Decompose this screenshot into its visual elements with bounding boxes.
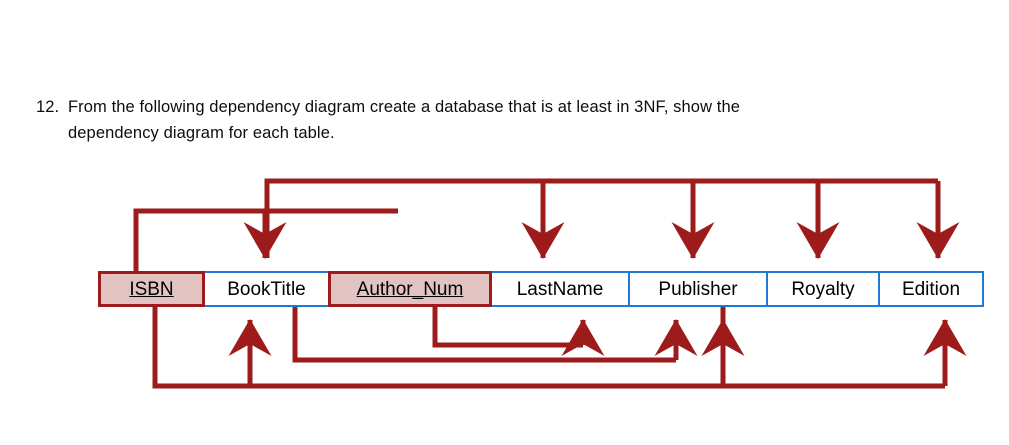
question-line-1-text: From the following dependency diagram cr… <box>68 98 741 116</box>
attribute-label: Royalty <box>791 278 855 300</box>
attribute-box-lastname[interactable]: LastName <box>490 271 630 307</box>
attribute-box-author_num[interactable]: Author_Num <box>328 271 492 307</box>
attribute-box-edition[interactable]: Edition <box>878 271 984 307</box>
attribute-label: Publisher <box>658 278 738 300</box>
attribute-label: BookTitle <box>227 278 306 300</box>
attribute-row: ISBN BookTitle Author_Num LastName Publisher… <box>98 271 984 307</box>
attribute-label: Author_Num <box>356 278 464 300</box>
attribute-label: ISBN <box>129 278 174 300</box>
dep-isbn-booktitle-above-bracket <box>133 208 398 271</box>
question-line-2-text: dependency diagram for each table. <box>68 124 335 142</box>
attribute-box-booktitle[interactable]: BookTitle <box>203 271 330 307</box>
dep-authornum-publisher-below-bracket <box>292 307 676 363</box>
question-line-1: 12. From the following dependency diagra… <box>36 94 936 120</box>
dep-authornum-lastname-below-bracket <box>432 307 583 348</box>
question-number: 12. <box>36 98 60 116</box>
attribute-label: Edition <box>901 278 961 300</box>
question-text: 12. From the following dependency diagra… <box>36 94 936 146</box>
attribute-box-publisher[interactable]: Publisher <box>628 271 768 307</box>
dep-isbn-below-bottom-bracket <box>152 307 945 389</box>
attribute-label: LastName <box>516 278 604 300</box>
attribute-box-isbn[interactable]: ISBN <box>98 271 205 307</box>
question-line-2: dependency diagram for each table. <box>36 120 936 146</box>
attribute-box-royalty[interactable]: Royalty <box>766 271 880 307</box>
dep-isbn-multi-above-bracket <box>264 178 938 258</box>
